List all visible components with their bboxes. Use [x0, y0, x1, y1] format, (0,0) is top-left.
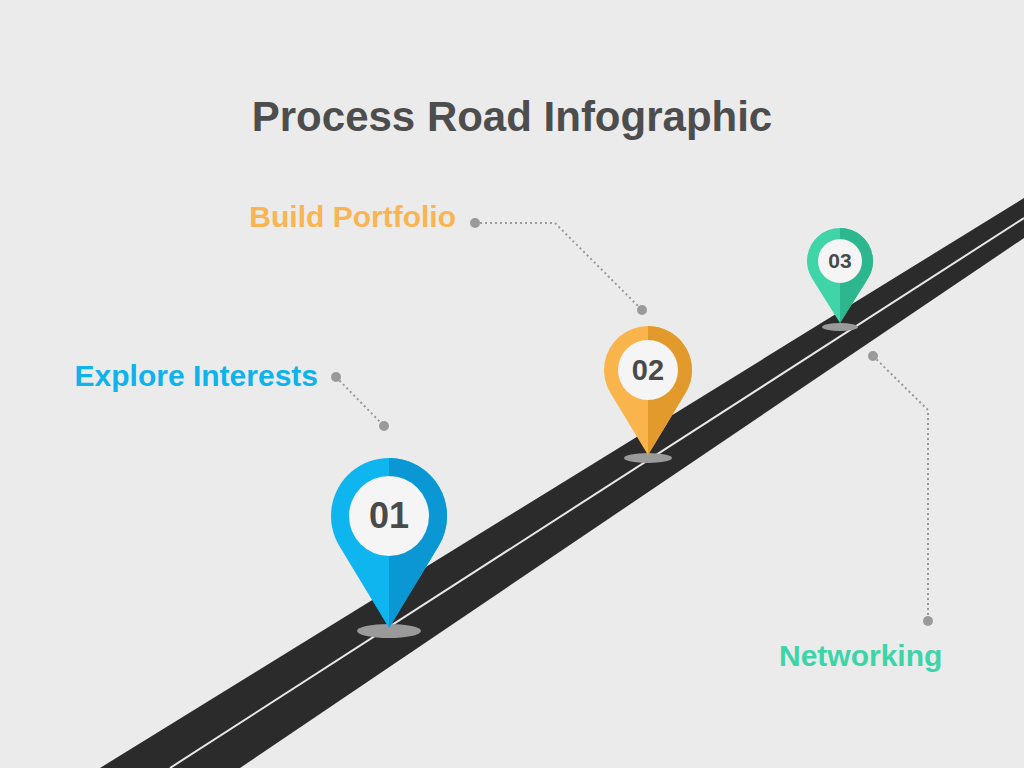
- pin-face: [818, 239, 862, 283]
- pin-shape: [604, 326, 692, 455]
- title: Process Road Infographic: [0, 92, 1024, 142]
- leader-dot: [923, 616, 933, 626]
- pin-body: [331, 458, 447, 628]
- leader-dot: [470, 218, 480, 228]
- pin-shadow: [822, 323, 858, 331]
- leader-line: [475, 223, 642, 310]
- step-label: Networking: [779, 638, 942, 674]
- road: [100, 198, 1024, 768]
- leader-dot: [637, 305, 647, 315]
- map-pin: 02: [604, 326, 692, 455]
- step-label: Build Portfolio: [249, 199, 456, 235]
- step-number: 01: [349, 476, 429, 556]
- map-pin: 01: [331, 458, 447, 628]
- pin-shape: [331, 458, 447, 628]
- leader-line: [873, 356, 928, 621]
- pin-face: [618, 340, 678, 400]
- leader-dot: [331, 372, 341, 382]
- pin-face: [349, 476, 429, 556]
- step-label: Explore Interests: [75, 358, 318, 394]
- pin-body: [604, 326, 692, 455]
- pin-shape: [807, 228, 873, 323]
- leader-dot: [868, 351, 878, 361]
- road-centre-line: [170, 218, 1024, 768]
- leader-dot: [379, 421, 389, 431]
- leader-line: [336, 377, 384, 426]
- step-number: 03: [818, 239, 862, 283]
- pin-body: [807, 228, 873, 323]
- map-pin: 03: [807, 228, 873, 323]
- step-number: 02: [618, 340, 678, 400]
